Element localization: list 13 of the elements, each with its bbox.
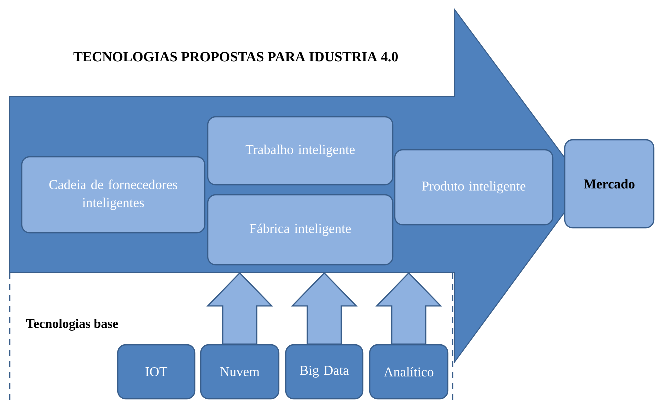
block-arrow [376, 272, 442, 345]
market-box: Mercado [564, 139, 655, 229]
technology-box: Nuvem [200, 344, 280, 400]
title: TECNOLOGIAS PROPOSTAS PARA IDUSTRIA 4.0 [74, 52, 398, 62]
process-box: Fábrica inteligente [207, 194, 394, 266]
technology-box: IOT [117, 344, 196, 400]
process-box: Trabalho inteligente [207, 116, 394, 186]
block-arrow [291, 272, 358, 345]
technology-box: Analítico [369, 344, 449, 400]
process-box: Cadeia de fornecedores inteligentes [21, 156, 206, 234]
process-box: Produto inteligente [394, 149, 554, 226]
block-arrow [206, 272, 274, 345]
technology-box: Big Data [285, 344, 364, 400]
